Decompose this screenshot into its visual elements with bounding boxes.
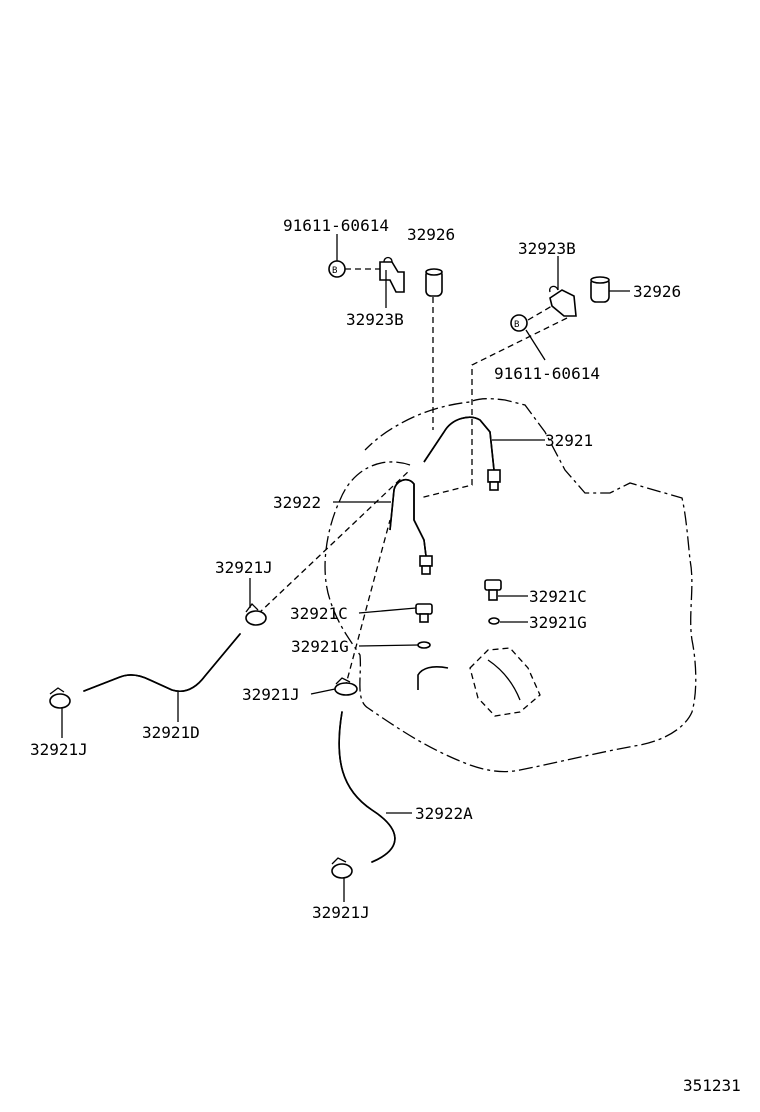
hose-stub xyxy=(417,666,449,690)
svg-text:B: B xyxy=(514,320,519,330)
assembly-line-clip-left xyxy=(257,469,411,615)
label-spacer-right: 32926 xyxy=(633,282,681,301)
label-gasket-left: 32921G xyxy=(291,637,349,656)
union-bolt-icon xyxy=(484,579,502,601)
label-bolt-top-left: 91611-60614 xyxy=(283,216,389,235)
label-clip-left-lower: 32921J xyxy=(30,740,88,759)
label-tube-lower: 32922 xyxy=(273,493,321,512)
label-tube-upper: 32921 xyxy=(545,431,593,450)
label-clip-left-upper: 32921J xyxy=(215,558,273,577)
transmission-inner-rib xyxy=(487,659,521,701)
hose-clip-icon xyxy=(331,857,353,879)
label-union-left: 32921C xyxy=(290,604,348,623)
label-clip-bottom: 32921J xyxy=(312,903,370,922)
label-gasket-right: 32921G xyxy=(529,613,587,632)
drawing-number: 351231 xyxy=(683,1076,741,1095)
assembly-line-clip-mid xyxy=(344,519,391,689)
tube-icon xyxy=(423,416,501,491)
leader-line xyxy=(358,644,419,647)
hose-clip-icon xyxy=(49,687,71,709)
hose-clip-icon xyxy=(245,603,267,626)
assembly-line-bolt-right xyxy=(527,302,558,321)
hose-icon xyxy=(83,633,241,692)
spacer-icon xyxy=(590,276,610,303)
gasket-icon xyxy=(488,617,500,625)
label-spacer-top: 32926 xyxy=(407,225,455,244)
leader-line xyxy=(525,329,546,361)
tube-icon xyxy=(389,478,433,575)
label-hose-lower: 32922A xyxy=(415,804,473,823)
svg-text:B: B xyxy=(332,266,337,276)
assembly-line-clamp-right xyxy=(419,317,568,499)
label-hose-left: 32921D xyxy=(142,723,200,742)
transmission-inner-cover xyxy=(469,647,541,717)
clamp-icon xyxy=(379,256,405,293)
transmission-housing-outline xyxy=(324,398,697,773)
label-union-right: 32921C xyxy=(529,587,587,606)
leader-line xyxy=(358,607,417,614)
leader-line xyxy=(310,688,336,695)
hose-clip-icon xyxy=(334,677,358,696)
bolt-icon: B xyxy=(328,260,346,278)
spacer-icon xyxy=(425,268,443,297)
union-bolt-icon xyxy=(415,603,433,623)
bolt-icon: B xyxy=(510,314,528,332)
hose-icon xyxy=(338,711,396,863)
clamp-icon xyxy=(549,285,577,317)
label-clamp-top-right: 32923B xyxy=(518,239,576,258)
label-clamp-top-left: 32923B xyxy=(346,310,404,329)
label-clip-mid: 32921J xyxy=(242,685,300,704)
gasket-icon xyxy=(417,641,431,649)
label-bolt-right: 91611-60614 xyxy=(494,364,600,383)
